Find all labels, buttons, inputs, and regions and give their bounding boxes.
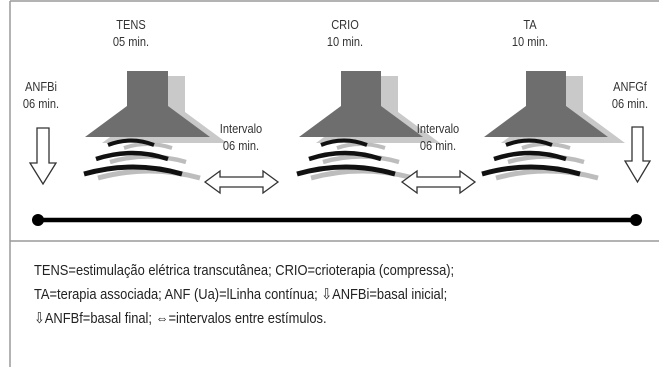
station-crio-label: CRIO 10 min. [324,16,367,50]
station-ta-label: TA 10 min. [509,16,552,50]
lamp-tens-icon [83,71,227,181]
legend-line-3: ⇩ANFBf=basal final; ⇔=intervalos entre e… [34,310,327,327]
baseline-start-down-arrow-icon [28,127,58,186]
legend-line-1: TENS=estimulação elétrica transcutânea; … [34,262,455,279]
station-crio-duration: 10 min. [326,34,364,49]
baseline-start-label: ANFBi 06 min. [17,78,65,112]
baseline-end-down-arrow-icon [623,126,652,184]
interval-1-double-arrow-icon [203,169,280,195]
interval-1-label: Intervalo 06 min. [216,120,267,154]
legend-line-2: TA=terapia associada; ANF (Ua)=lLinha co… [34,286,448,303]
interval-2-label: Intervalo 06 min. [413,120,464,154]
timeline-start-dot [32,214,44,226]
station-tens-duration: 05 min. [112,34,150,49]
interval-1-duration: 06 min. [222,138,260,153]
station-ta-name: TA [523,17,537,32]
baseline-start-duration: 06 min. [22,96,60,111]
lamp-crio-icon [296,71,440,181]
interval-2-duration: 06 min. [419,138,457,153]
timeline-end-dot [630,214,642,226]
station-tens-label: TENS 05 min. [110,16,153,50]
station-crio-name: CRIO [331,17,359,32]
station-ta-duration: 10 min. [511,34,549,49]
legend-caption: TENS=estimulação elétrica transcutânea; … [34,259,550,331]
interval-2-double-arrow-icon [400,169,477,195]
lamp-ta-icon [481,71,625,181]
baseline-start-name: ANFBi [25,79,57,94]
baseline-end-label: ANFGf 06 min. [606,78,654,112]
station-tens-name: TENS [116,17,146,32]
baseline-end-duration: 06 min. [611,96,649,111]
interval-2-name: Intervalo [416,121,460,136]
baseline-end-name: ANFGf [613,79,647,94]
interval-1-name: Intervalo [219,121,263,136]
